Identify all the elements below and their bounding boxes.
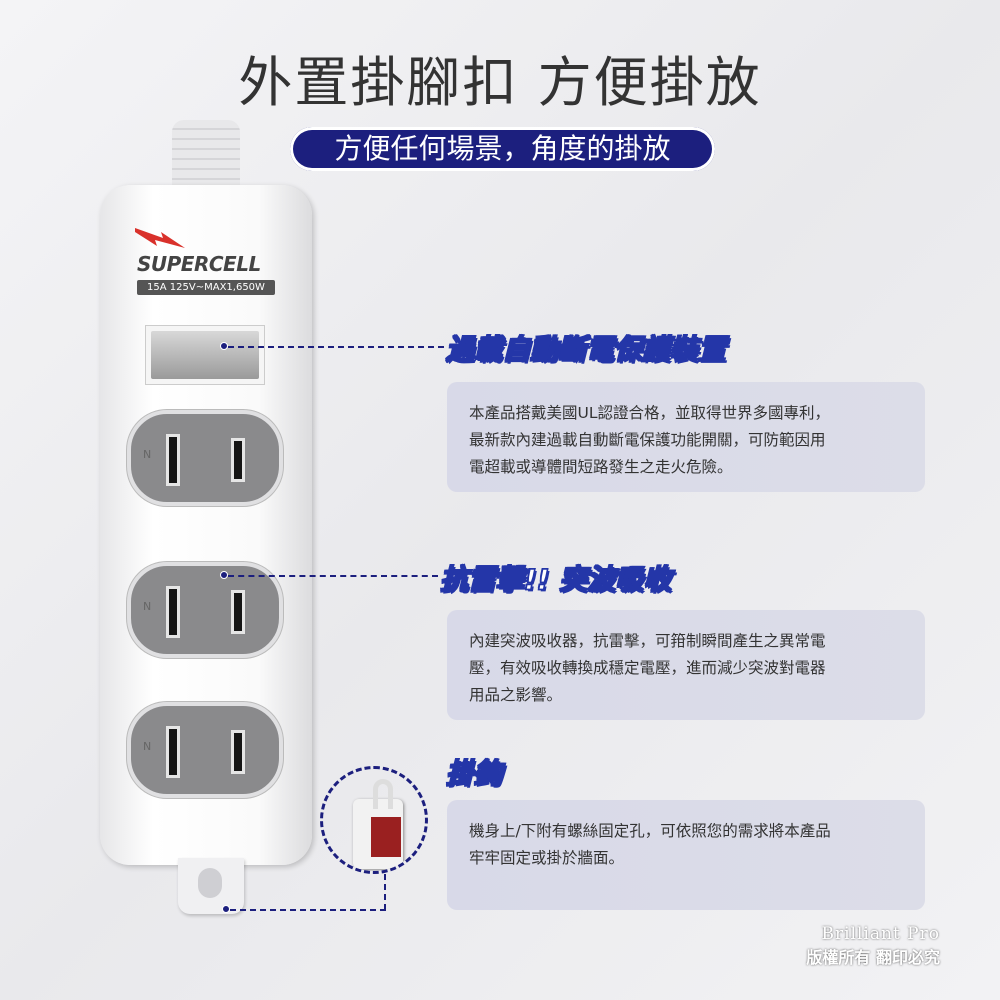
connector-dot (220, 571, 228, 579)
switch-rocker (151, 331, 259, 379)
lightning-logo-icon (135, 228, 185, 248)
feature-text: 電超載或導體間短路發生之走火危險。 (469, 458, 733, 476)
outlet-1: N (127, 410, 283, 506)
watermark-copyright: 版權所有 翻印必究 (806, 948, 940, 967)
connector-line (228, 575, 438, 577)
connector-line (228, 346, 444, 348)
connector-line (384, 874, 386, 910)
feature-heading: 抗雷擊!! 突波吸收 (439, 562, 672, 597)
power-cord (172, 120, 240, 190)
brand-logo: SUPERCELL (137, 252, 261, 276)
spec-label: 15A 125V~MAX1,650W (137, 280, 275, 295)
page-title: 外置掛腳扣 方便掛放 (238, 51, 762, 114)
feature-text: 用品之影響。 (469, 686, 563, 704)
neutral-label: N (143, 740, 152, 753)
neutral-label: N (143, 448, 152, 461)
connector-dot (222, 905, 230, 913)
outlet-3: N (127, 702, 283, 798)
neutral-label: N (143, 600, 152, 613)
hook-hole (198, 868, 222, 898)
feature-text: 內建突波吸收器，抗雷擊，可箝制瞬間產生之異常電 (469, 632, 826, 650)
feature-card: 內建突波吸收器，抗雷擊，可箝制瞬間產生之異常電 壓，有效吸收轉換成穩定電壓，進而… (447, 610, 925, 720)
feature-card: 機身上/下附有螺絲固定孔，可依照您的需求將本產品 牢牢固定或掛於牆面。 (447, 800, 925, 910)
watermark: Brilliant Pro 版權所有 翻印必究 (806, 924, 940, 968)
feature-text: 最新款內建過載自動斷電保護功能開關，可防範因用 (469, 431, 826, 449)
hook-detail-inset (320, 766, 428, 874)
feature-text: 牢牢固定或掛於牆面。 (469, 849, 625, 867)
feature-text: 機身上/下附有螺絲固定孔，可依照您的需求將本產品 (469, 822, 831, 840)
feature-heading: 過載自動斷電保護裝置 (445, 332, 727, 367)
watermark-brand: Brilliant Pro (821, 924, 940, 944)
outlet-2: N (127, 562, 283, 658)
connector-dot (220, 342, 228, 350)
feature-text: 本產品搭戴美國UL認證合格，並取得世界多國專利， (469, 404, 830, 422)
feature-text: 壓，有效吸收轉換成穩定電壓，進而減少突波對電器 (469, 659, 826, 677)
connector-line (230, 909, 386, 911)
feature-heading: 掛鉤 (445, 756, 503, 791)
feature-card: 本產品搭戴美國UL認證合格，並取得世界多國專利， 最新款內建過載自動斷電保護功能… (447, 382, 925, 492)
subtitle-pill: 方便任何場景，角度的掛放 (290, 127, 715, 171)
